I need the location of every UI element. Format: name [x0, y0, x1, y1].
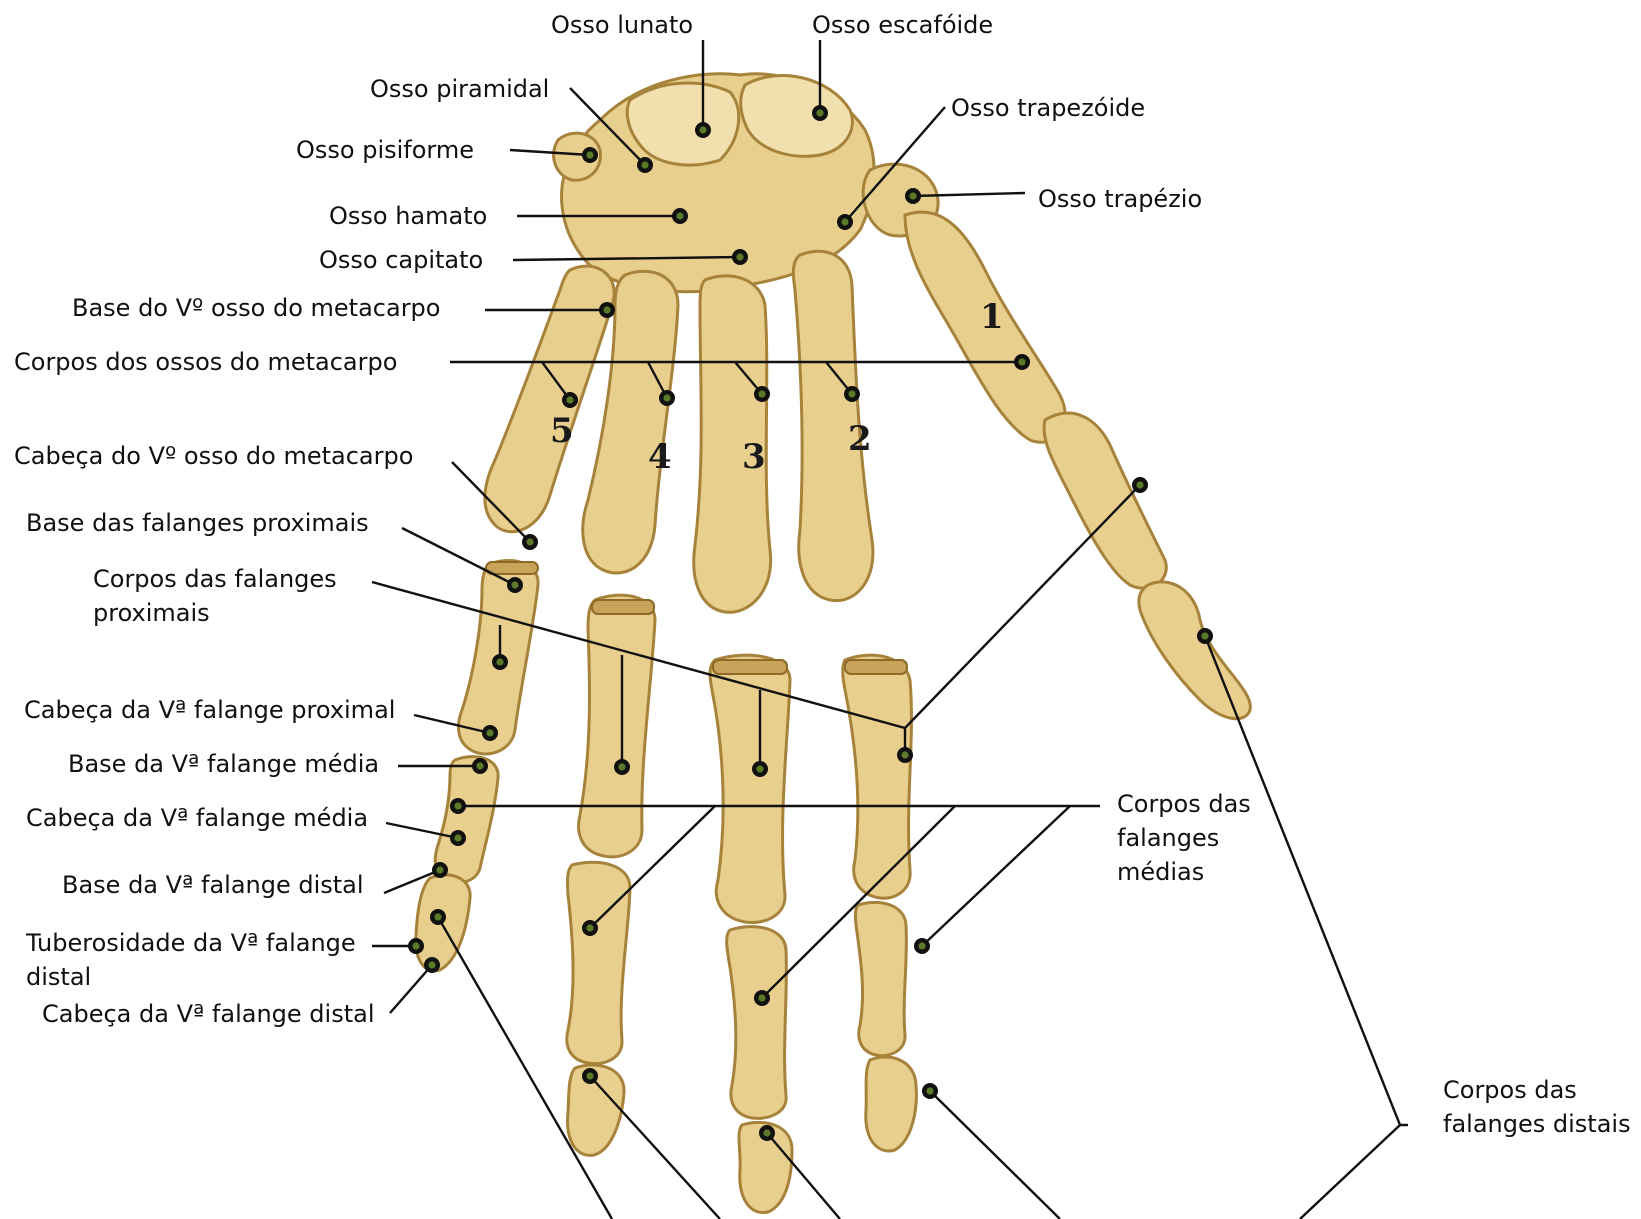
label-metacarpal-bodies: Corpos dos ossos do metacarpo	[14, 348, 397, 376]
marker-center	[1018, 358, 1025, 365]
finger-3-proximal-phalanx	[710, 655, 790, 922]
label-triquetrum: Osso piramidal	[370, 75, 549, 103]
joint-band	[845, 660, 907, 674]
marker-center	[412, 942, 419, 949]
leader-line-head-v-distal	[390, 965, 432, 1013]
marker-center	[901, 751, 908, 758]
label-pisiform: Osso pisiforme	[296, 136, 474, 164]
label-tuberosity-1: Tuberosidade da Vª falange	[25, 929, 356, 957]
marker-center	[618, 763, 625, 770]
digit-number-5: 5	[550, 411, 574, 451]
marker-center	[526, 538, 533, 545]
marker-center	[663, 394, 670, 401]
marker-center	[496, 658, 503, 665]
marker-center	[454, 834, 461, 841]
thumb-distal-phalanx	[1139, 582, 1251, 719]
label-distal-bodies-1: Corpos das	[1443, 1076, 1577, 1104]
label-capitate: Osso capitato	[319, 246, 483, 274]
marker-center	[566, 396, 573, 403]
marker-center	[586, 1072, 593, 1079]
label-hamate: Osso hamato	[329, 202, 487, 230]
finger-2-middle-phalanx	[855, 902, 906, 1055]
label-middle-bodies-1: Corpos das	[1117, 790, 1251, 818]
label-trapezium: Osso trapézio	[1038, 185, 1202, 213]
marker-center	[1201, 632, 1208, 639]
label-middle-bodies-3: médias	[1117, 858, 1204, 886]
joint-band	[486, 562, 538, 574]
label-lunate: Osso lunato	[551, 11, 693, 39]
thumb-proximal-phalanx	[1044, 413, 1166, 588]
digit-number-3: 3	[742, 437, 766, 477]
marker-center	[763, 1129, 770, 1136]
label-head-v-metacarpal: Cabeça do Vº osso do metacarpo	[14, 442, 413, 470]
label-base-v-metacarpal: Base do Vº osso do metacarpo	[72, 294, 440, 322]
marker-center	[454, 802, 461, 809]
marker-center	[511, 581, 518, 588]
marker-center	[476, 762, 483, 769]
marker-center	[486, 729, 493, 736]
marker-center	[758, 390, 765, 397]
marker-center	[603, 306, 610, 313]
marker-center	[641, 161, 648, 168]
marker-center	[736, 253, 743, 260]
marker-center	[756, 765, 763, 772]
finger-4-middle-phalanx	[567, 862, 630, 1063]
leader-line-base-proximal-phalanges	[402, 528, 515, 585]
digit-number-4: 4	[648, 437, 672, 477]
label-head-v-proximal: Cabeça da Vª falange proximal	[24, 696, 395, 724]
joint-band	[592, 600, 654, 614]
marker-center	[586, 151, 593, 158]
label-trapezoid: Osso trapezóide	[951, 94, 1145, 122]
digit-number-2: 2	[848, 419, 872, 459]
label-proximal-bodies-1: Corpos das falanges	[93, 565, 337, 593]
marker-center	[699, 126, 706, 133]
marker-center	[428, 961, 435, 968]
marker-center	[586, 924, 593, 931]
digit-number-1: 1	[980, 297, 1004, 337]
label-head-v-middle: Cabeça da Vª falange média	[26, 804, 368, 832]
hand-skeleton-illustration	[416, 74, 1251, 1213]
marker-center	[841, 218, 848, 225]
label-middle-bodies-2: falanges	[1117, 824, 1219, 852]
finger-2-proximal-phalanx	[843, 655, 912, 898]
marker-center	[918, 942, 925, 949]
joint-band	[713, 660, 787, 674]
marker-center	[909, 192, 916, 199]
label-head-v-distal: Cabeça da Vª falange distal	[42, 1000, 374, 1028]
label-base-proximal-phalanges: Base das falanges proximais	[26, 509, 369, 537]
label-scaphoid: Osso escafóide	[812, 11, 993, 39]
finger-2-distal-phalanx	[866, 1057, 917, 1151]
label-base-v-middle: Base da Vª falange média	[68, 750, 379, 778]
marker-center	[1136, 481, 1143, 488]
finger-4-proximal-phalanx	[579, 595, 655, 857]
marker-center	[926, 1087, 933, 1094]
marker-center	[816, 109, 823, 116]
marker-center	[434, 913, 441, 920]
label-tuberosity-2: distal	[26, 963, 91, 991]
label-distal-bodies-2: falanges distais	[1443, 1110, 1631, 1138]
marker-center	[676, 212, 683, 219]
marker-center	[436, 866, 443, 873]
marker-center	[758, 994, 765, 1001]
label-base-v-distal: Base da Vª falange distal	[62, 871, 364, 899]
finger-3-middle-phalanx	[727, 927, 787, 1119]
marker-center	[848, 390, 855, 397]
label-proximal-bodies-2: proximais	[93, 599, 210, 627]
